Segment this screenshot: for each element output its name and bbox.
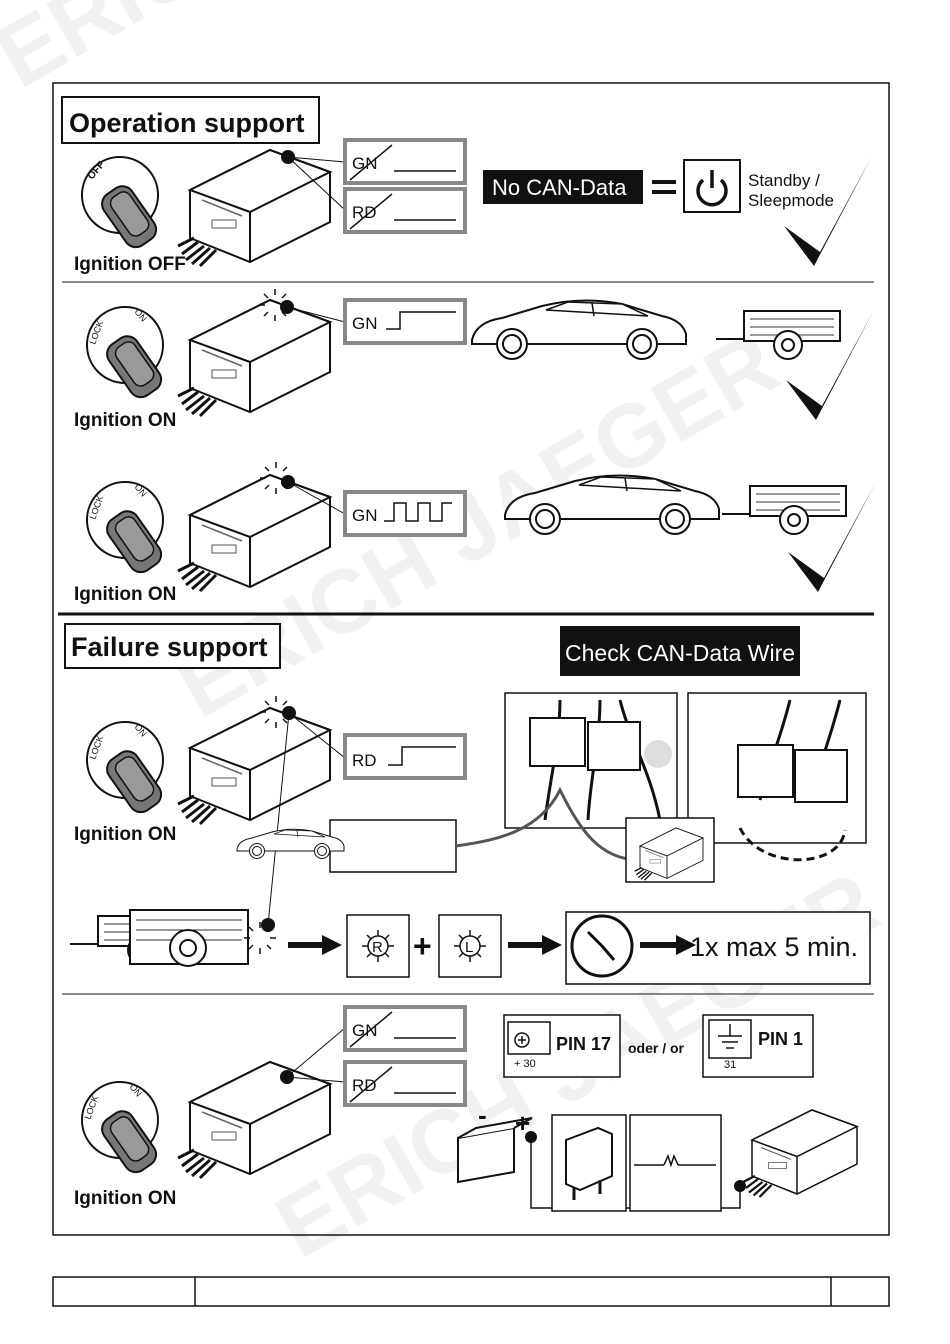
signal-rd-label: RD — [352, 751, 377, 770]
timer-label: 1x max 5 min. — [690, 932, 858, 962]
signal-gn-label: GN — [352, 314, 378, 333]
signal-rd-label: RD — [352, 1076, 377, 1095]
lamp-right-label: R — [372, 939, 383, 956]
signal-gn-label: GN — [352, 1021, 378, 1040]
control-module-icon — [178, 708, 330, 824]
car-photo-box — [330, 820, 456, 872]
control-module-icon — [178, 300, 330, 416]
blown-fuse-box — [630, 1115, 721, 1211]
no-can-data-label: No CAN-Data — [492, 175, 627, 200]
ignition-off-label: Ignition OFF — [74, 254, 186, 275]
signal-gn-label: GN — [352, 154, 378, 173]
standby-line1: Standby / — [748, 171, 820, 190]
footer-table — [53, 1277, 889, 1306]
control-module-icon — [743, 1110, 857, 1197]
ignition-on-label: Ignition ON — [74, 824, 176, 845]
ignition-on-label: Ignition ON — [74, 410, 176, 431]
car-icon — [472, 300, 686, 359]
ignition-on-label: Ignition ON — [74, 584, 176, 605]
plus-sign: + — [413, 928, 432, 964]
control-module-icon — [178, 1062, 330, 1178]
lamp-left-label: L — [465, 939, 473, 956]
battery-minus: - — [478, 1100, 487, 1130]
car-icon — [237, 829, 344, 858]
equals-sign — [652, 182, 676, 192]
pin17-sub: + 30 — [514, 1058, 536, 1070]
trailer-icon — [722, 486, 846, 534]
control-module-icon — [178, 150, 330, 266]
pin1-sub: 31 — [724, 1059, 736, 1071]
operation-title: Operation support — [69, 108, 305, 138]
standby-line2: Sleepmode — [748, 191, 834, 210]
signal-pulse-icon — [384, 503, 452, 521]
check-can-label: Check CAN-Data Wire — [565, 640, 795, 666]
failure-title: Failure support — [71, 632, 268, 662]
signal-gn-label: GN — [352, 506, 378, 525]
signal-rd-label: RD — [352, 203, 377, 222]
watermark: ERICH JAEGER — [0, 0, 615, 107]
or-label: oder / or — [628, 1040, 685, 1056]
pin1-label: PIN 1 — [758, 1029, 803, 1049]
ignition-on-label: Ignition ON — [74, 1188, 176, 1209]
pin17-label: PIN 17 — [556, 1034, 611, 1054]
